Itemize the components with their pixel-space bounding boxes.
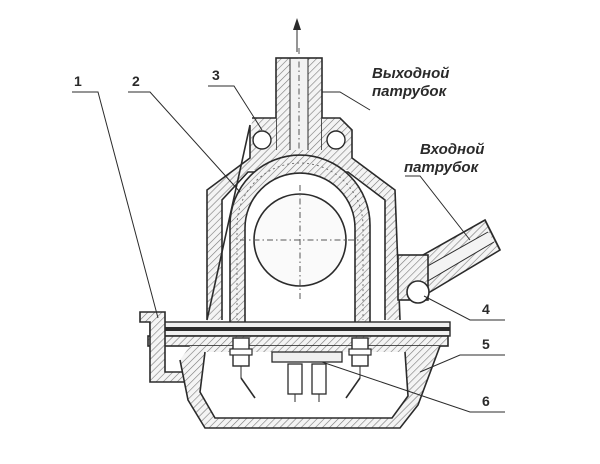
outlet-label-line2: патрубок <box>372 83 447 100</box>
callout-2: 2 <box>132 73 140 89</box>
bolt-hole-right <box>326 130 346 150</box>
callout-5: 5 <box>482 336 490 352</box>
callout-1: 1 <box>74 73 82 89</box>
base-plate <box>147 321 451 347</box>
heating-element <box>229 154 371 325</box>
bolt-hole-left <box>252 130 272 150</box>
check-valve-ball <box>406 280 430 304</box>
inlet-label-line2: патрубок <box>404 159 479 176</box>
terminal-studs <box>229 337 372 399</box>
leader-lines <box>72 85 505 413</box>
thermostat <box>271 351 343 402</box>
outlet-label-line1: Выходной <box>372 65 450 82</box>
inlet-block <box>397 254 430 304</box>
callout-4: 4 <box>482 301 490 317</box>
callout-6: 6 <box>482 393 490 409</box>
outlet-pipe <box>275 48 323 160</box>
callout-3: 3 <box>212 67 220 83</box>
flow-arrow <box>293 18 301 52</box>
inlet-label-line1: Входной <box>420 141 485 158</box>
